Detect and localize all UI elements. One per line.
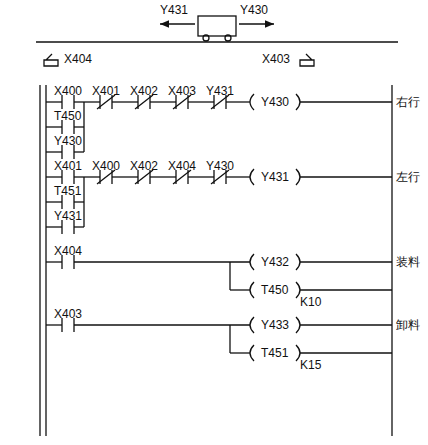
signal-name: X404 xyxy=(168,159,196,173)
wire xyxy=(74,151,84,152)
signal-name: Y430 xyxy=(54,134,82,148)
wire xyxy=(229,325,230,353)
wire xyxy=(74,201,84,202)
wire xyxy=(226,101,250,102)
wire xyxy=(300,101,392,102)
signal-name: Y431 xyxy=(54,209,82,223)
signal-name: 左行 xyxy=(396,170,420,184)
wire xyxy=(112,176,138,177)
signal-name: X400 xyxy=(54,84,82,98)
signal-name: X401 xyxy=(92,84,120,98)
coil-symbol xyxy=(250,254,300,270)
wire xyxy=(229,262,230,290)
wire xyxy=(74,126,84,127)
wire xyxy=(112,101,138,102)
wire xyxy=(230,352,250,353)
wire xyxy=(46,126,62,127)
wire xyxy=(83,177,84,227)
wire xyxy=(226,176,250,177)
wheel xyxy=(203,35,209,41)
track xyxy=(36,41,398,43)
signal-name: 右行 xyxy=(396,95,420,109)
signal-name: X401 xyxy=(54,159,82,173)
cart-body xyxy=(198,16,236,36)
coil-symbol xyxy=(250,345,300,361)
wire xyxy=(46,226,62,227)
coil-symbol xyxy=(250,282,300,298)
cart-signal: Y430 xyxy=(240,3,268,17)
wire xyxy=(230,289,250,290)
signal-name: X403 xyxy=(168,84,196,98)
signal-name: 卸料 xyxy=(396,318,420,332)
signal-name: X404 xyxy=(54,244,82,258)
wheel xyxy=(225,35,231,41)
wire xyxy=(46,176,62,177)
signal-name: K15 xyxy=(300,358,321,372)
limit-switch-label: X404 xyxy=(64,52,92,66)
wire xyxy=(300,289,392,290)
ladder-lines xyxy=(40,85,392,436)
wire xyxy=(74,261,250,262)
wire xyxy=(46,151,62,152)
signal-name: Y430 xyxy=(206,159,234,173)
signal-name: Y433 xyxy=(261,318,289,332)
signal-name: X402 xyxy=(130,84,158,98)
wire xyxy=(150,101,176,102)
wire xyxy=(46,201,62,202)
signal-name: Y431 xyxy=(261,170,289,184)
signal-name: X400 xyxy=(92,159,120,173)
wire xyxy=(39,85,40,436)
wire xyxy=(45,85,46,436)
signal-name: K10 xyxy=(300,295,321,309)
signal-name: X402 xyxy=(130,159,158,173)
signal-name: T450 xyxy=(261,283,288,297)
signal-name: T451 xyxy=(261,346,288,360)
wire xyxy=(83,102,84,152)
wire xyxy=(300,176,392,177)
right-arrow xyxy=(239,23,274,24)
limit-switch-label: X403 xyxy=(262,52,290,66)
wire xyxy=(391,85,392,436)
signal-name: T451 xyxy=(54,184,81,198)
signal-name: X403 xyxy=(54,307,82,321)
wire xyxy=(300,324,392,325)
wire xyxy=(74,176,100,177)
limit-switch-symbol xyxy=(300,54,314,66)
wire xyxy=(46,101,62,102)
cart-signal: Y431 xyxy=(160,3,188,17)
signal-name: Y430 xyxy=(261,95,289,109)
signal-name: T450 xyxy=(54,109,81,123)
wire xyxy=(188,176,214,177)
limit-switch-symbol xyxy=(44,54,58,66)
coil-symbol xyxy=(250,94,300,110)
cart xyxy=(36,16,398,42)
wire xyxy=(46,324,62,325)
wire xyxy=(74,226,84,227)
wire xyxy=(74,324,250,325)
wire xyxy=(188,101,214,102)
signal-name: Y432 xyxy=(261,255,289,269)
signal-name: 装料 xyxy=(396,255,420,269)
wire xyxy=(300,352,392,353)
wire xyxy=(74,101,100,102)
wire xyxy=(300,261,392,262)
signal-name: Y431 xyxy=(206,84,234,98)
coil-symbol xyxy=(250,169,300,185)
wire xyxy=(46,261,62,262)
wire xyxy=(150,176,176,177)
coil-symbol xyxy=(250,317,300,333)
left-arrow xyxy=(160,23,195,24)
